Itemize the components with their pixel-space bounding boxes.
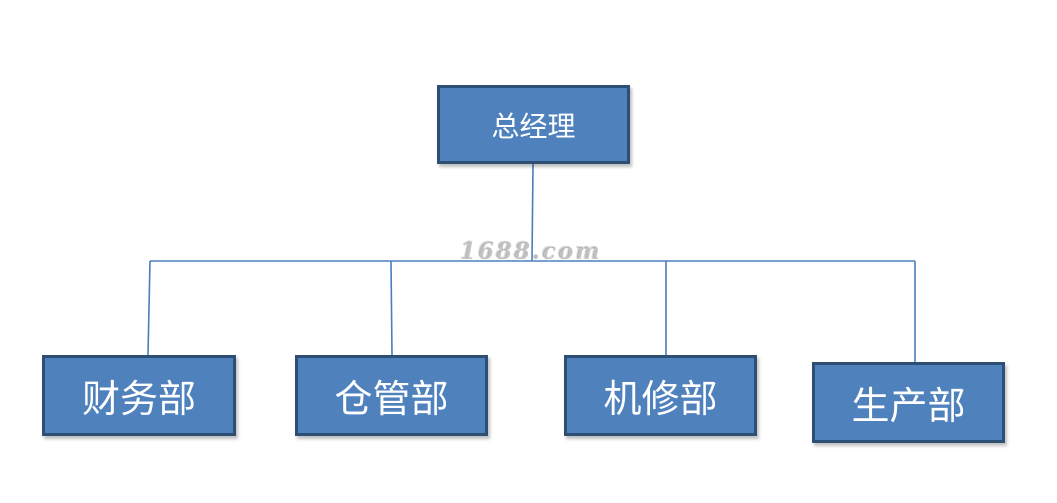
node-finance-department: 财务部 — [42, 355, 236, 436]
node-general-manager: 总经理 — [437, 85, 630, 164]
connector-warehouse — [390, 260, 393, 356]
node-general-manager-label: 总经理 — [491, 109, 576, 143]
node-maintenance-department-label: 机修部 — [603, 377, 718, 421]
node-production-department: 生产部 — [812, 362, 1005, 443]
node-warehouse-department: 仓管部 — [295, 355, 488, 436]
node-finance-department-label: 财务部 — [81, 377, 196, 421]
connector-root-trunk — [531, 163, 534, 262]
node-warehouse-department-label: 仓管部 — [334, 377, 449, 421]
connector-finance — [147, 260, 151, 356]
node-maintenance-department: 机修部 — [564, 355, 757, 436]
node-production-department-label: 生产部 — [851, 384, 966, 428]
